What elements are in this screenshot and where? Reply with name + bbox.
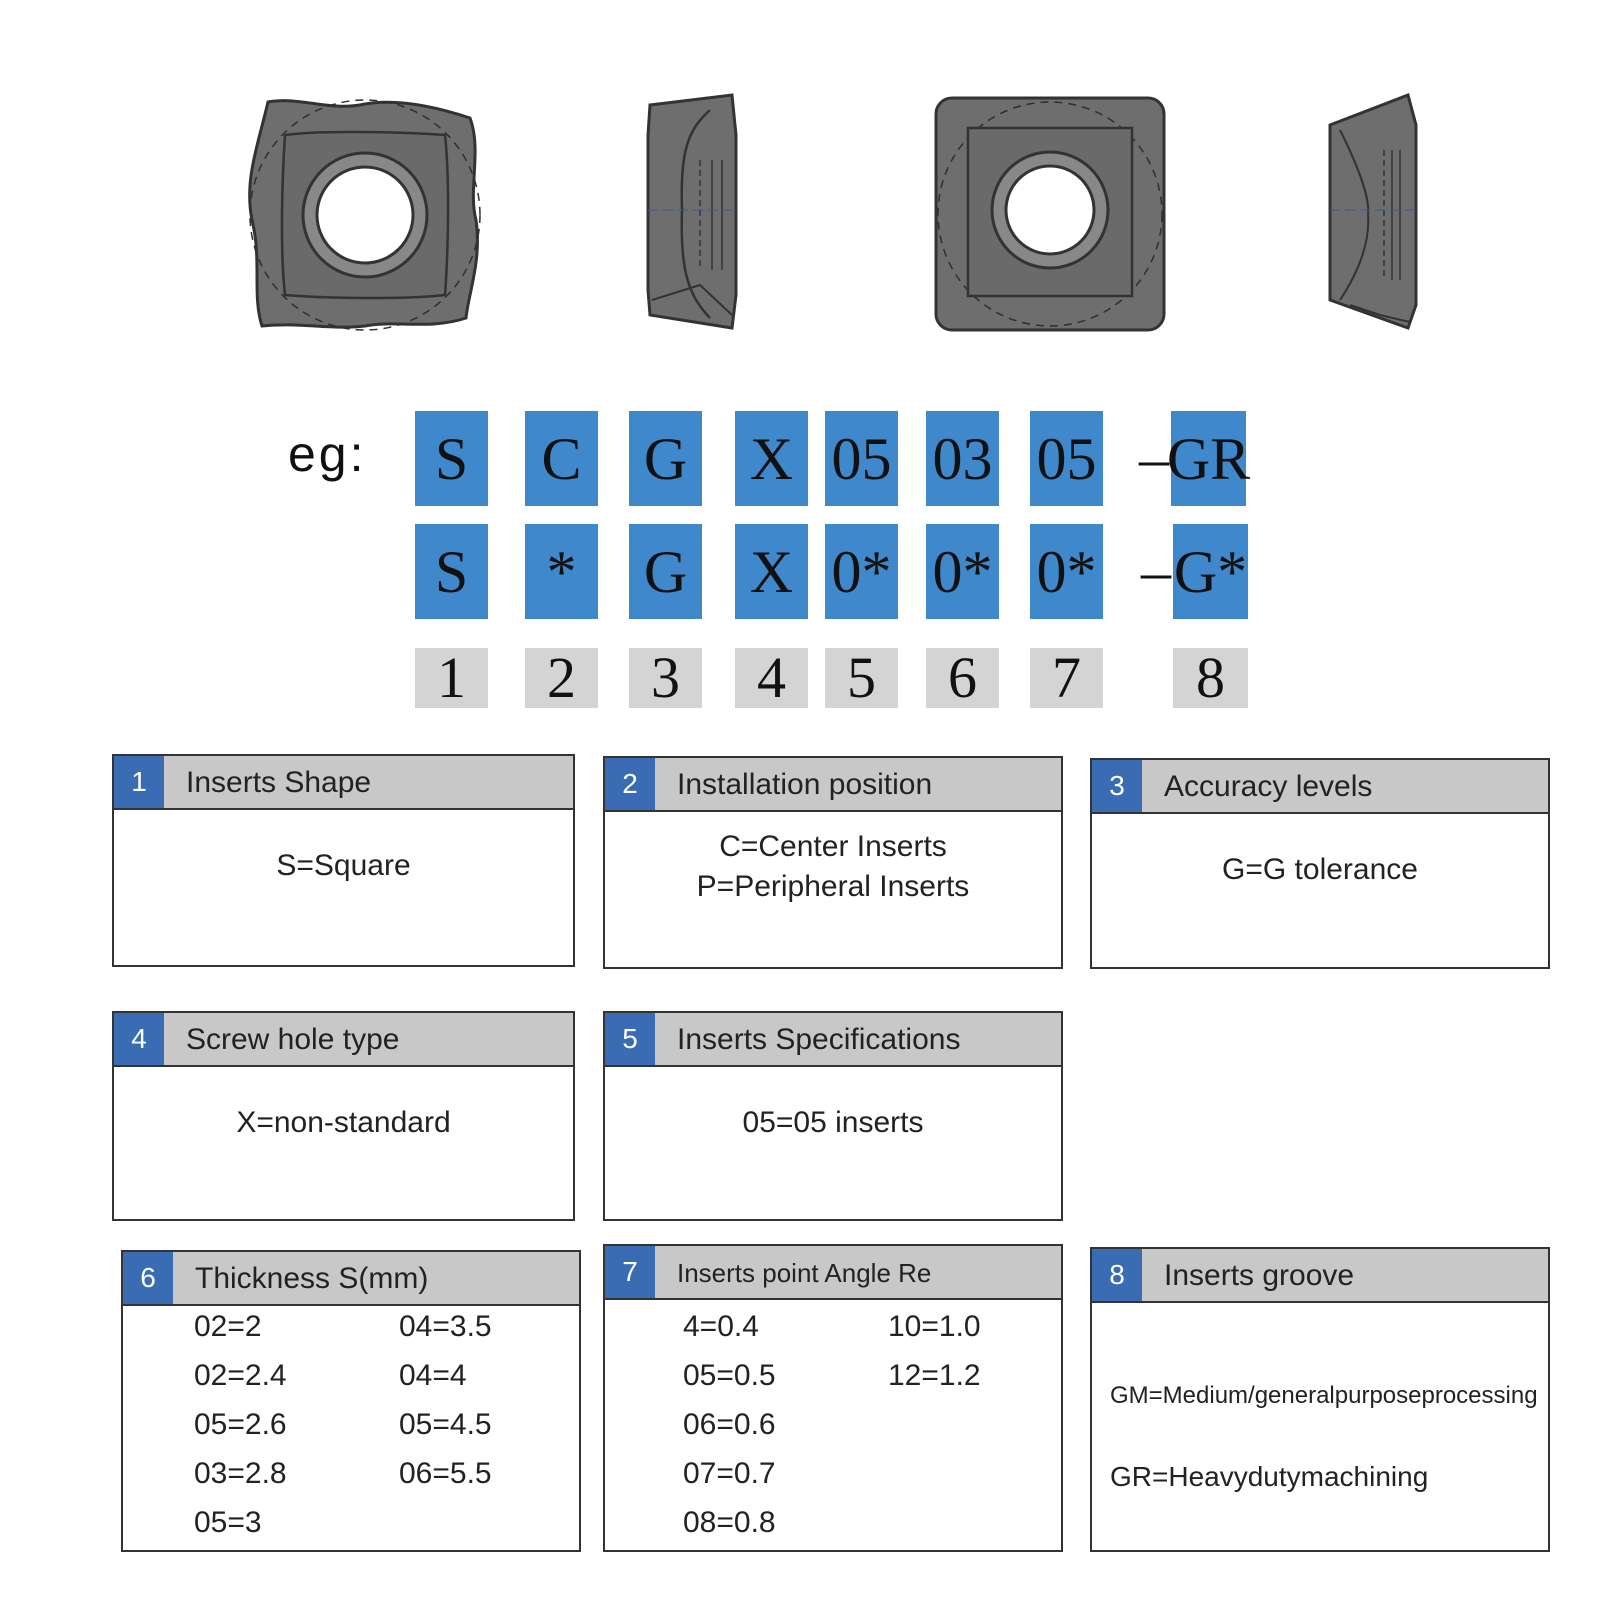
legend-box-header: 8 Inserts groove [1092,1249,1548,1303]
example-label: eg: [288,426,367,482]
legend-line: G=G tolerance [1222,853,1418,886]
legend-box-header: 5 Inserts Specifications [605,1013,1061,1067]
code-cell-7: 05 [1030,411,1103,506]
legend-box-number: 5 [605,1013,655,1065]
legend-box-title: Inserts point Angle Re [677,1258,932,1288]
legend-box-number: 6 [123,1252,173,1304]
code-cell-2: * [525,524,598,619]
legend-box-3: 3 Accuracy levels G=G tolerance [1090,758,1550,969]
legend-line: C=Center Inserts [719,830,947,863]
angle-item: 12=1.2 [888,1359,981,1392]
legend-box-number: 3 [1092,760,1142,812]
angle-item: 10=1.0 [888,1310,981,1343]
legend-box-header: 1 Inserts Shape [114,756,573,810]
position-number-7: 7 [1030,648,1103,708]
code-cell-1: S [415,411,488,506]
legend-box-title: Accuracy levels [1164,770,1373,803]
code-cell-6: 03 [926,411,999,506]
insert-side-view-2 [1328,93,1418,330]
thickness-item: 02=2 [194,1310,262,1343]
legend-box-header: 2 Installation position [605,758,1061,812]
code-cell-3: G [629,524,702,619]
angle-item: 05=0.5 [683,1359,776,1392]
position-number-6: 6 [926,648,999,708]
thickness-item: 03=2.8 [194,1457,287,1490]
legend-box-5: 5 Inserts Specifications 05=05 inserts [603,1011,1063,1221]
code-cell-1: S [415,524,488,619]
thickness-item: 05=4.5 [399,1408,492,1441]
angle-item: 06=0.6 [683,1408,776,1441]
thickness-item: 04=3.5 [399,1310,492,1343]
code-cell-4: X [735,524,808,619]
thickness-item: 05=3 [194,1506,262,1539]
groove-item: GM=Medium/generalpurposeprocessing [1110,1382,1538,1409]
code-cell-4: X [735,411,808,506]
legend-box-2: 2 Installation position C=Center Inserts… [603,756,1063,969]
position-number-4: 4 [735,648,808,708]
code-cell-5: 05 [825,411,898,506]
code-cell-3: G [629,411,702,506]
legend-box-header: 7 Inserts point Angle Re [605,1246,1061,1300]
groove-item: GR=Heavydutymachining [1110,1461,1429,1492]
angle-item: 08=0.8 [683,1506,776,1539]
thickness-item: 05=2.6 [194,1408,287,1441]
code-cell-2: C [525,411,598,506]
legend-box-header: 4 Screw hole type [114,1013,573,1067]
legend-box-title: Screw hole type [186,1023,400,1056]
legend-box-4: 4 Screw hole type X=non-standard [112,1011,575,1221]
position-number-5: 5 [825,648,898,708]
legend-line: S=Square [276,849,411,882]
code-cell-5: 0* [825,524,898,619]
legend-line: X=non-standard [236,1106,451,1139]
legend-box-number: 7 [605,1246,655,1298]
angle-item: 07=0.7 [683,1457,776,1490]
thickness-item: 06=5.5 [399,1457,492,1490]
legend-box-1: 1 Inserts Shape S=Square [112,754,575,967]
legend-box-title: Inserts Specifications [677,1023,961,1056]
code-cell-8: GR [1167,411,1250,506]
legend-box-title: Inserts Shape [186,766,372,799]
code-cell-7: 0* [1030,524,1103,619]
code-dash-2: – [1141,538,1171,604]
code-dash-1: – [1139,425,1169,491]
legend-box-number: 2 [605,758,655,810]
position-number-1: 1 [415,648,488,708]
legend-box-number: 8 [1092,1249,1142,1301]
insert-side-view-1 [646,93,738,330]
legend-box-title: Installation position [677,768,933,801]
position-number-8: 8 [1173,648,1248,708]
legend-line: P=Peripheral Inserts [696,870,970,903]
legend-box-title: Thickness S(mm) [195,1262,429,1295]
legend-box-title: Inserts groove [1164,1259,1355,1292]
position-number-3: 3 [629,648,702,708]
legend-box-header: 3 Accuracy levels [1092,760,1548,814]
legend-line: 05=05 inserts [742,1106,924,1139]
legend-box-number: 1 [114,756,164,808]
thickness-item: 02=2.4 [194,1359,287,1392]
legend-box-8: 8 Inserts groove GM=Medium/generalpurpos… [1090,1247,1550,1552]
insert-top-view-square [934,96,1166,332]
code-cell-6: 0* [926,524,999,619]
legend-box-6: 6 Thickness S(mm) 02=2 02=2.4 05=2.6 03=… [121,1250,581,1552]
thickness-item: 04=4 [399,1359,467,1392]
insert-top-view-wavy [248,99,481,331]
position-number-2: 2 [525,648,598,708]
legend-box-header: 6 Thickness S(mm) [123,1252,579,1306]
angle-item: 4=0.4 [683,1310,759,1343]
legend-box-number: 4 [114,1013,164,1065]
code-cell-8: G* [1173,524,1248,619]
legend-box-7: 7 Inserts point Angle Re 4=0.4 05=0.5 06… [603,1244,1063,1552]
